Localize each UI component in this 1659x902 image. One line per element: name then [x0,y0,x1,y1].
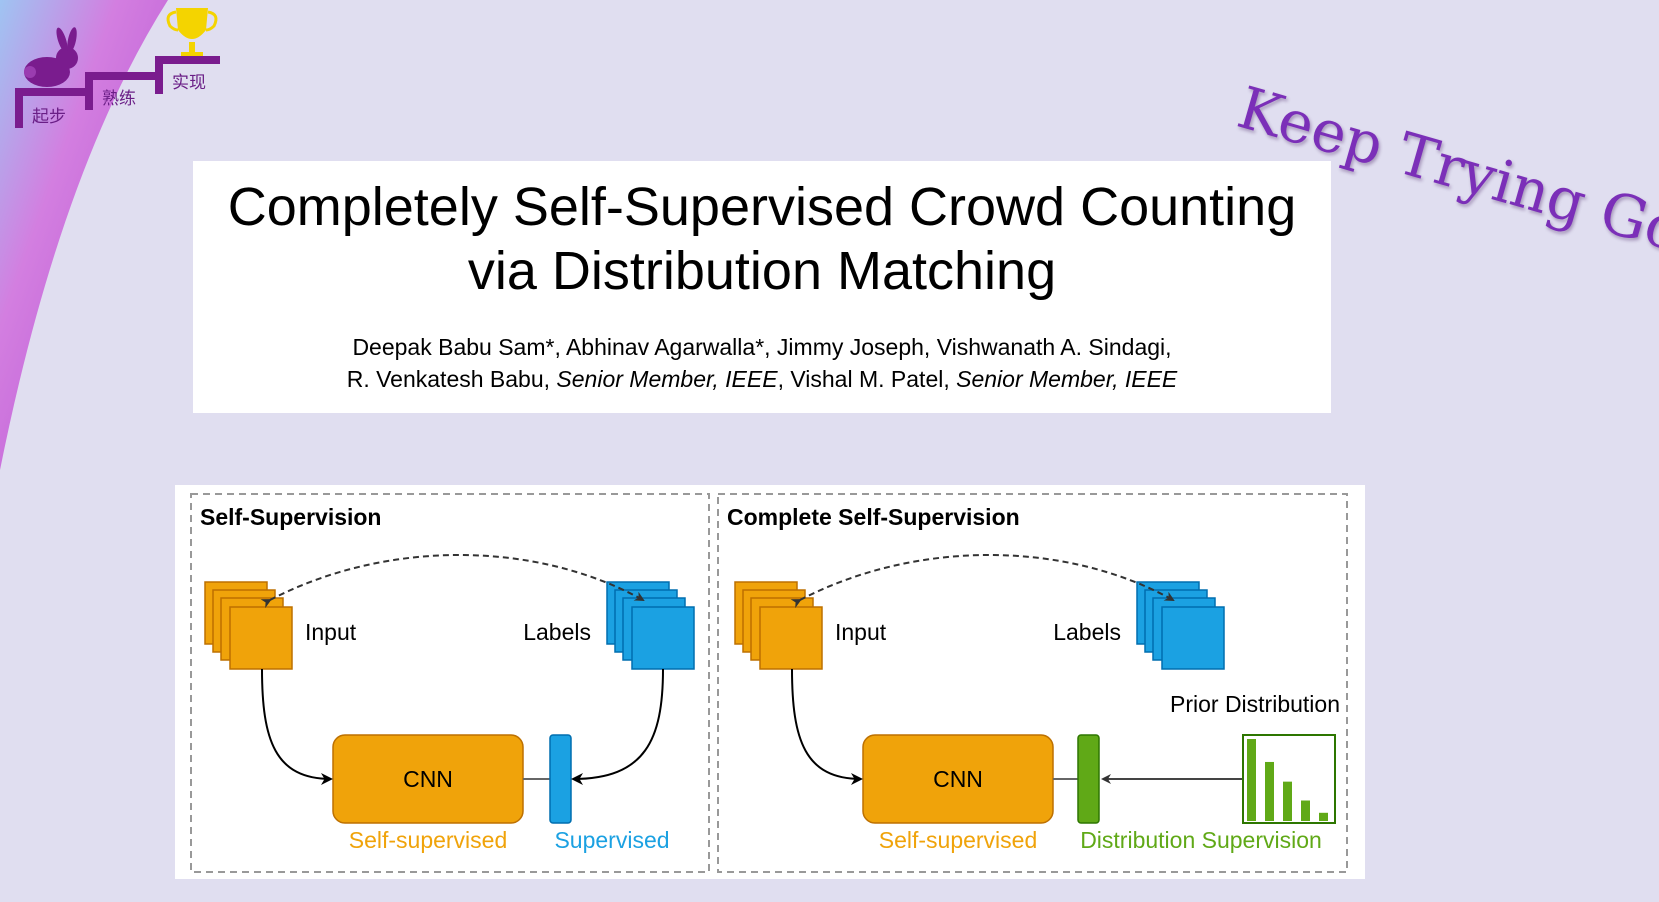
input-to-cnn-arrow [791,668,863,785]
paper-authors: Deepak Babu Sam*, Abhinav Agarwalla*, Ji… [193,331,1331,395]
supervised-label: Supervised [554,827,669,853]
panel-border [190,493,710,873]
histogram-bar [1247,739,1256,821]
labels-label: Labels [1053,619,1121,645]
histogram-bar [1319,812,1328,821]
distribution-output-block [1077,734,1100,824]
logo-step-1: 起步 [32,107,66,127]
panel-self-supervision: Self-Supervision Input Labels CNN Self-s… [190,493,710,873]
paper-title-line-2: via Distribution Matching [467,241,1057,301]
author-patel: , Vishal M. Patel, [777,366,957,392]
self-supervised-label: Self-supervised [349,827,508,853]
labels-to-output-arrow [571,668,664,785]
paper-title-box: Completely Self-Supervised Crowd Countin… [193,161,1331,413]
method-diagram: Self-Supervision Input Labels CNN Self-s… [175,485,1365,879]
histogram-bar [1301,800,1310,821]
author-patel-role: Senior Member, IEEE [956,366,1178,392]
logo-step-3: 实现 [172,73,206,93]
prior-distribution-histogram [1242,734,1336,824]
panel-border [717,493,1348,873]
cnn-label: CNN [403,766,453,792]
input-label: Input [305,619,357,645]
supervised-output-block [549,734,572,824]
input-stack [734,581,823,670]
labels-stack [606,581,695,670]
histogram-bar [1283,781,1292,821]
input-to-cnn-arrow [261,668,333,785]
self-supervised-label: Self-supervised [879,827,1038,853]
correspondence-arrow [790,554,1175,609]
background-swoosh [0,0,168,470]
labels-label: Labels [523,619,591,645]
distribution-supervision-label: Distribution Supervision [1080,827,1322,853]
input-label: Input [835,619,887,645]
panel-complete-self-supervision: Complete Self-Supervision Input Labels P… [717,493,1348,873]
author-babu-role: Senior Member, IEEE [556,366,778,392]
input-stack [204,581,293,670]
author-babu: R. Venkatesh Babu, [346,366,557,392]
prior-distribution-label: Prior Distribution [1170,691,1340,717]
panel-title: Self-Supervision [200,504,381,530]
correspondence-arrow [260,554,645,609]
authors-line-2: R. Venkatesh Babu, Senior Member, IEEE, … [193,363,1331,395]
logo: 起步 熟练 实现 [15,8,220,128]
paper-title-line-1: Completely Self-Supervised Crowd Countin… [227,177,1297,237]
steps-icon [15,56,220,128]
trophy-icon [166,8,218,58]
cnn-label: CNN [933,766,983,792]
panel-title: Complete Self-Supervision [727,504,1020,530]
logo-step-2: 熟练 [102,88,136,109]
rabbit-icon [24,27,78,87]
histogram-bar [1265,761,1274,821]
histogram-bars [1247,739,1328,821]
authors-line-1: Deepak Babu Sam*, Abhinav Agarwalla*, Ji… [352,334,1172,360]
